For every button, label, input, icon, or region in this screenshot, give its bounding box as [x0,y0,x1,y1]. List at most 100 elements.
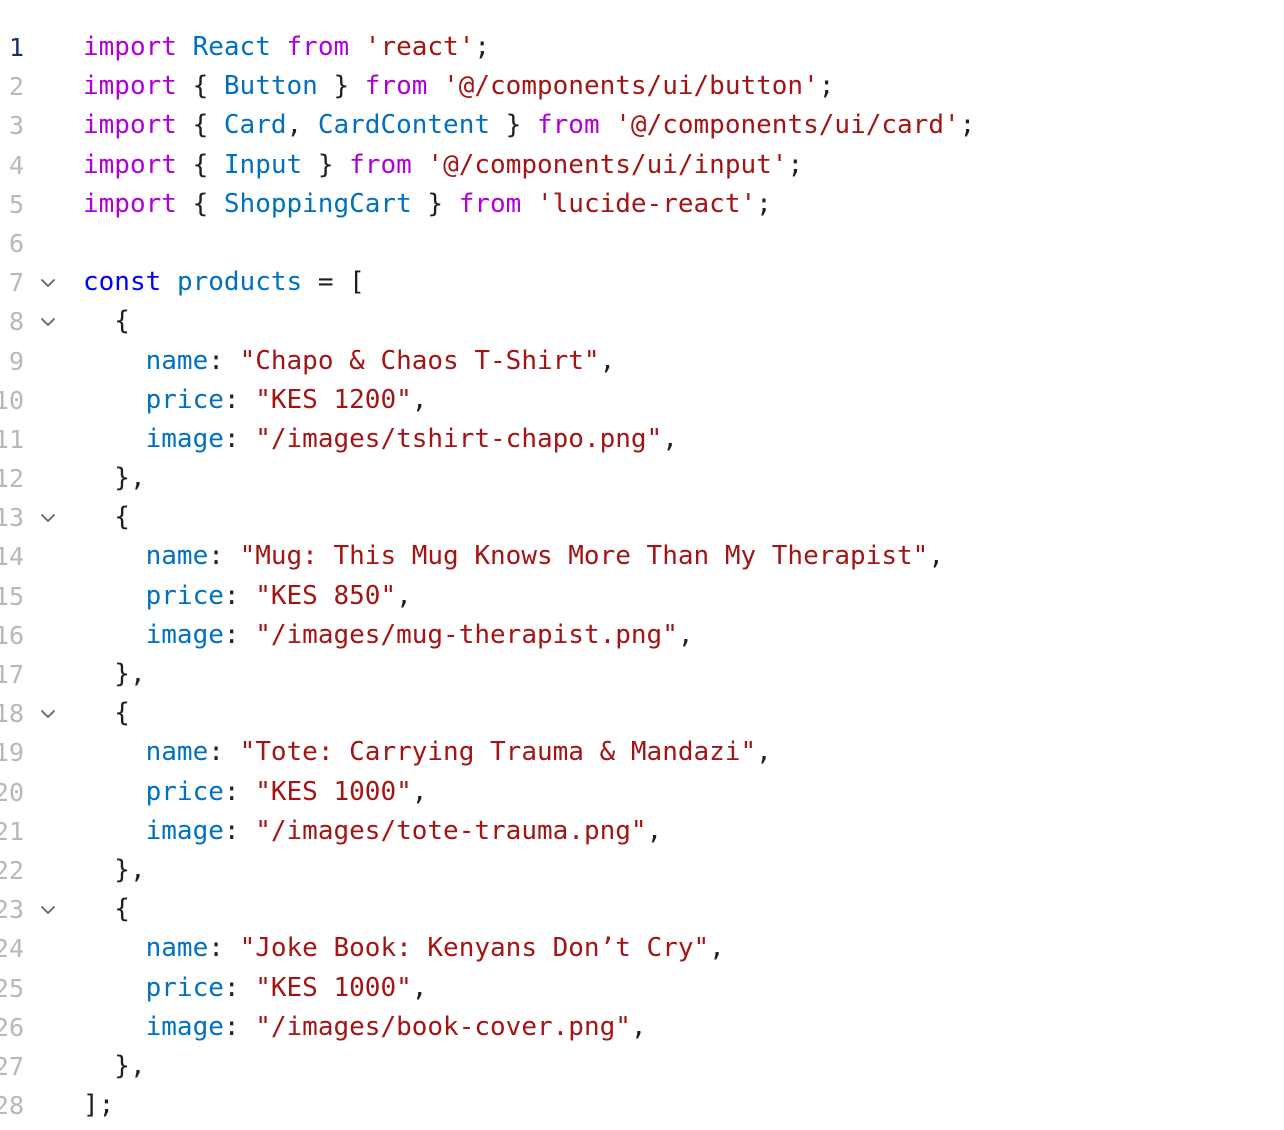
code-line[interactable]: 9 name: "Chapo & Chaos T-Shirt", [0,342,1284,381]
code-line[interactable]: 21 image: "/images/tote-trauma.png", [0,812,1284,851]
code-line[interactable]: 11 image: "/images/tshirt-chapo.png", [0,420,1284,459]
code-token: : [223,815,256,846]
code-text: }, [83,1047,146,1086]
code-line[interactable]: 28]; [0,1086,1284,1125]
code-token: : [223,1011,256,1042]
code-token: , [411,384,428,415]
code-token: const [83,267,162,298]
code-line[interactable]: 26 image: "/images/book-cover.png", [0,1008,1284,1047]
code-token: from [364,71,428,102]
code-token: : [208,737,240,768]
code-token: name [145,933,209,964]
code-token: "Mug: This Mug Knows More Than My Therap… [239,541,929,572]
code-text: import { Button } from '@/components/ui/… [83,67,834,106]
code-line[interactable]: 6 [0,224,1284,263]
code-token: ; [959,110,976,141]
code-token: name [145,345,209,376]
code-token [83,777,146,807]
code-line[interactable]: 16 image: "/images/mug-therapist.png", [0,616,1284,655]
code-token: } [490,110,537,141]
code-token: CardContent [317,110,491,141]
fold-chevron-down-icon[interactable] [38,302,58,341]
line-number: 3 [8,111,24,141]
code-token: products [176,267,303,298]
code-token [521,189,537,219]
code-token [83,737,146,767]
fold-chevron-down-icon[interactable] [38,694,58,733]
code-text: { [83,302,130,341]
code-text: ]; [83,1086,114,1125]
fold-chevron-down-icon[interactable] [38,263,58,302]
code-line[interactable]: 8 { [0,302,1284,341]
line-number: 13 [0,503,24,533]
code-token: "/images/book-cover.png" [255,1011,631,1042]
code-token [83,385,146,415]
line-number: 1 [8,33,24,62]
code-token: : [223,384,256,415]
code-line[interactable]: 19 name: "Tote: Carrying Trauma & Mandaz… [0,733,1284,772]
code-token: 'lucide-react' [536,188,757,219]
code-token: "/images/tote-trauma.png" [255,815,647,846]
code-token: }, [83,854,146,885]
code-token: : [223,619,256,650]
line-number: 6 [8,228,24,258]
code-line[interactable]: 15 price: "KES 850", [0,577,1284,616]
code-token: "KES 850" [255,580,397,611]
code-token: , [646,815,663,846]
code-token [427,71,443,101]
code-line[interactable]: 23 { [0,890,1284,929]
code-token: '@/components/ui/card' [615,110,960,141]
code-token [83,816,146,846]
code-token: }, [83,463,146,494]
code-line[interactable]: 25 price: "KES 1000", [0,969,1284,1008]
code-token: : [208,933,240,964]
code-text: { [83,890,130,929]
code-token: React [192,32,271,62]
code-token: ShoppingCart [223,188,412,219]
code-line[interactable]: 13 { [0,498,1284,537]
code-token [349,32,365,62]
code-token [161,267,177,297]
code-token: name [145,541,209,572]
line-number: 23 [0,895,24,925]
line-number: 20 [0,777,24,807]
line-number: 10 [0,385,24,415]
code-token: Input [223,149,303,180]
line-number: 15 [0,581,24,611]
code-line[interactable]: 22 }, [0,851,1284,890]
code-line[interactable]: 12 }, [0,459,1284,498]
code-line[interactable]: 14 name: "Mug: This Mug Knows More Than … [0,537,1284,576]
line-number: 22 [0,855,24,885]
code-text: price: "KES 1200", [83,381,428,420]
code-line[interactable]: 18 { [0,694,1284,733]
code-text: import { Input } from '@/components/ui/i… [83,146,803,185]
code-token: : [223,580,256,611]
code-token: } [302,149,350,180]
code-text: import { ShoppingCart } from 'lucide-rea… [83,185,772,224]
code-token: 'react' [364,32,475,62]
code-token: }, [83,659,146,689]
fold-chevron-down-icon[interactable] [38,890,58,929]
code-token: price [145,384,224,415]
code-token: }, [83,1050,146,1081]
code-line[interactable]: 24 name: "Joke Book: Kenyans Don’t Cry", [0,929,1284,968]
code-token [271,32,287,62]
code-line[interactable]: 17 }, [0,655,1284,694]
code-token: , [411,776,428,807]
code-text: }, [83,851,146,890]
code-line[interactable]: 20 price: "KES 1000", [0,773,1284,812]
fold-chevron-down-icon[interactable] [38,498,58,537]
code-token: import [83,149,177,180]
code-line[interactable]: 27 }, [0,1047,1284,1086]
code-token: : [223,423,256,454]
code-line[interactable]: 10 price: "KES 1200", [0,381,1284,420]
code-token [83,620,146,650]
code-token: { [83,306,130,337]
